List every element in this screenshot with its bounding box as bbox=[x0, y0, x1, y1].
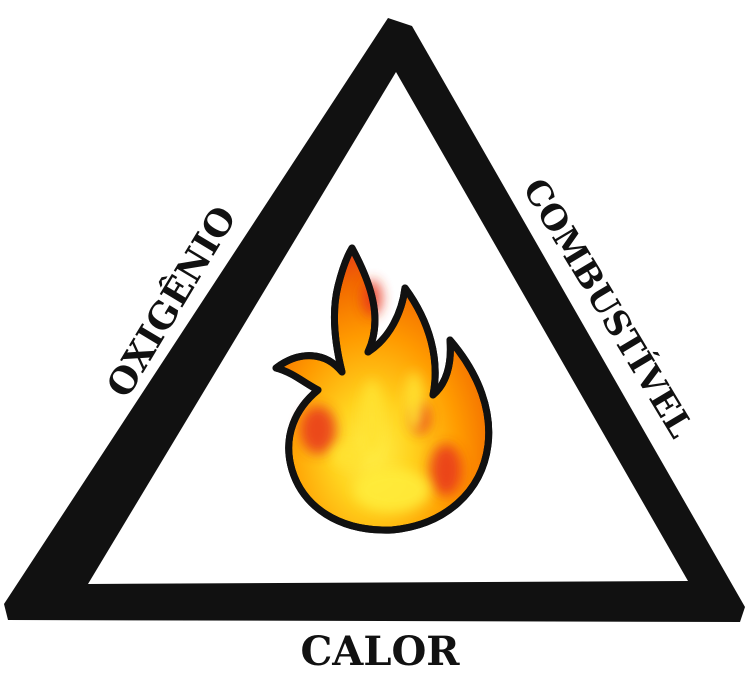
label-heat: CALOR bbox=[300, 628, 460, 675]
